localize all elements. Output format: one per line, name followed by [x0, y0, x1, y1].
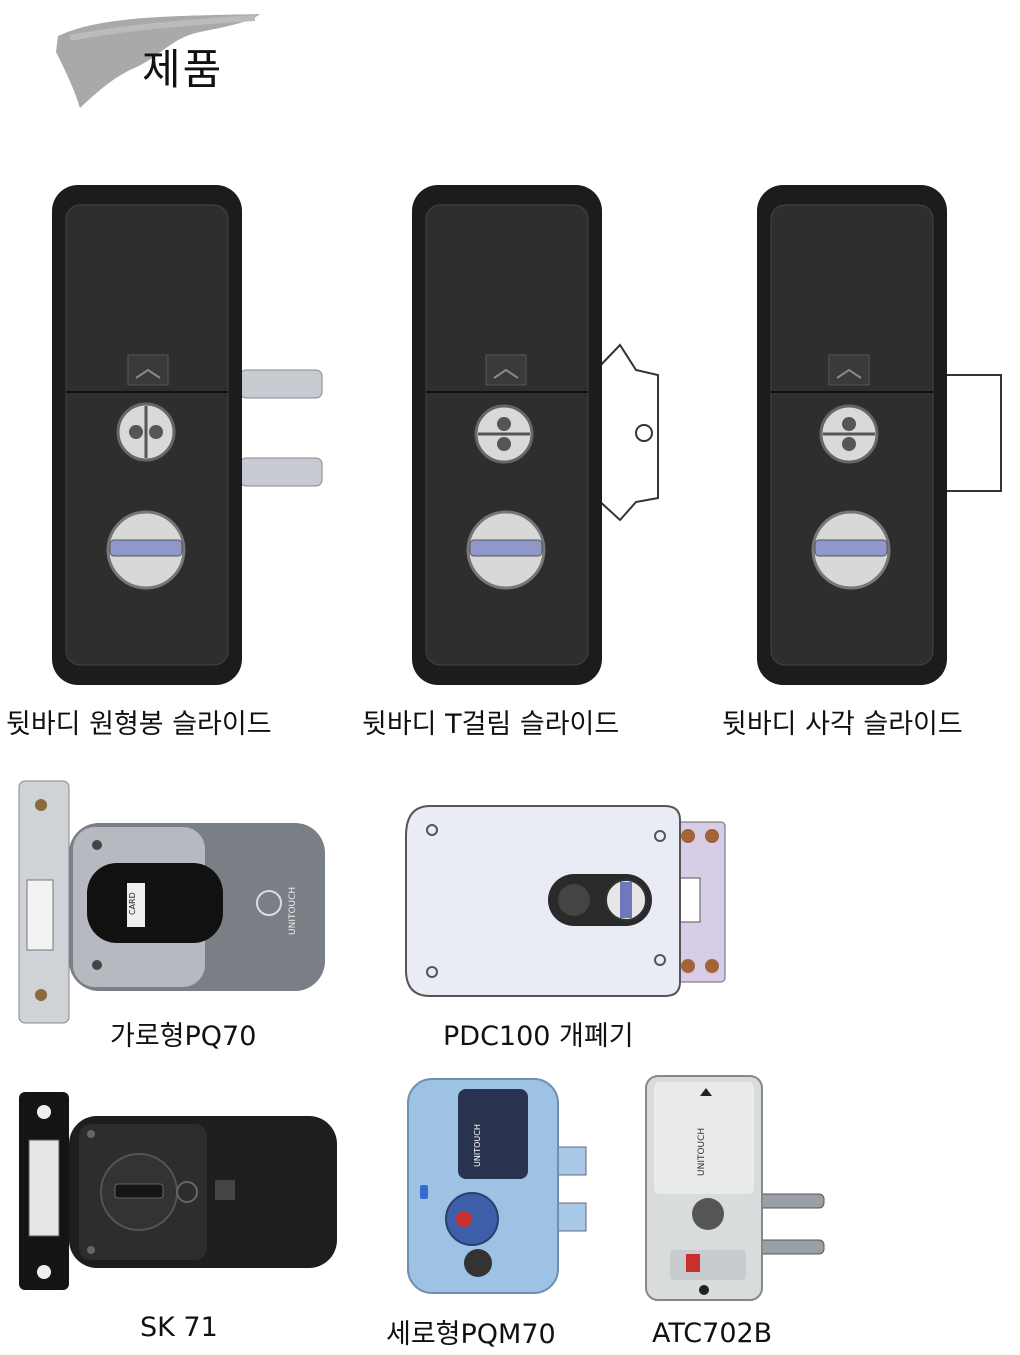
brand-label: UNITOUCH: [473, 1124, 482, 1167]
product-caption: 뒷바디 사각 슬라이드: [722, 709, 963, 740]
product-pq70: CARD UNITOUCH: [15, 775, 330, 1030]
product-caption: 뒷바디 T걸림 슬라이드: [362, 709, 620, 740]
page-title: 제품: [142, 45, 224, 94]
card-lock-round-bar-icon: UNITOUCH: [645, 1075, 825, 1301]
product-caption: ATC702B: [652, 1318, 773, 1349]
rim-lock-dial-icon: [19, 1092, 337, 1290]
product-caption: 뒷바디 원형봉 슬라이드: [6, 709, 272, 740]
door-lock-square-icon: [757, 185, 1002, 685]
product-t-hook-slide: [400, 180, 670, 690]
card-lock-horizontal-icon: CARD UNITOUCH: [18, 780, 325, 1024]
product-round-bar-slide: [40, 180, 340, 690]
card-label: CARD: [128, 892, 137, 915]
product-pdc100: [400, 800, 730, 1005]
product-atc702b: UNITOUCH: [640, 1072, 830, 1304]
product-caption: SK 71: [140, 1312, 218, 1343]
product-sk71: [15, 1088, 340, 1293]
rim-lock-opener-icon: [405, 805, 726, 997]
brand-label: UNITOUCH: [288, 887, 298, 935]
product-caption: 세로형PQM70: [386, 1319, 556, 1350]
door-lock-round-bar-icon: [52, 185, 323, 685]
product-square-slide: [745, 180, 1015, 690]
page-header: 제품: [50, 8, 270, 113]
brand-label: UNITOUCH: [697, 1128, 707, 1176]
door-lock-t-hook-icon: [412, 185, 659, 685]
brush-stroke-decoration: [56, 14, 260, 108]
card-lock-vertical-icon: UNITOUCH: [407, 1078, 587, 1294]
product-pqm70: UNITOUCH: [400, 1075, 595, 1300]
product-caption: 가로형PQ70: [110, 1021, 257, 1052]
product-caption: PDC100 개폐기: [443, 1021, 634, 1052]
